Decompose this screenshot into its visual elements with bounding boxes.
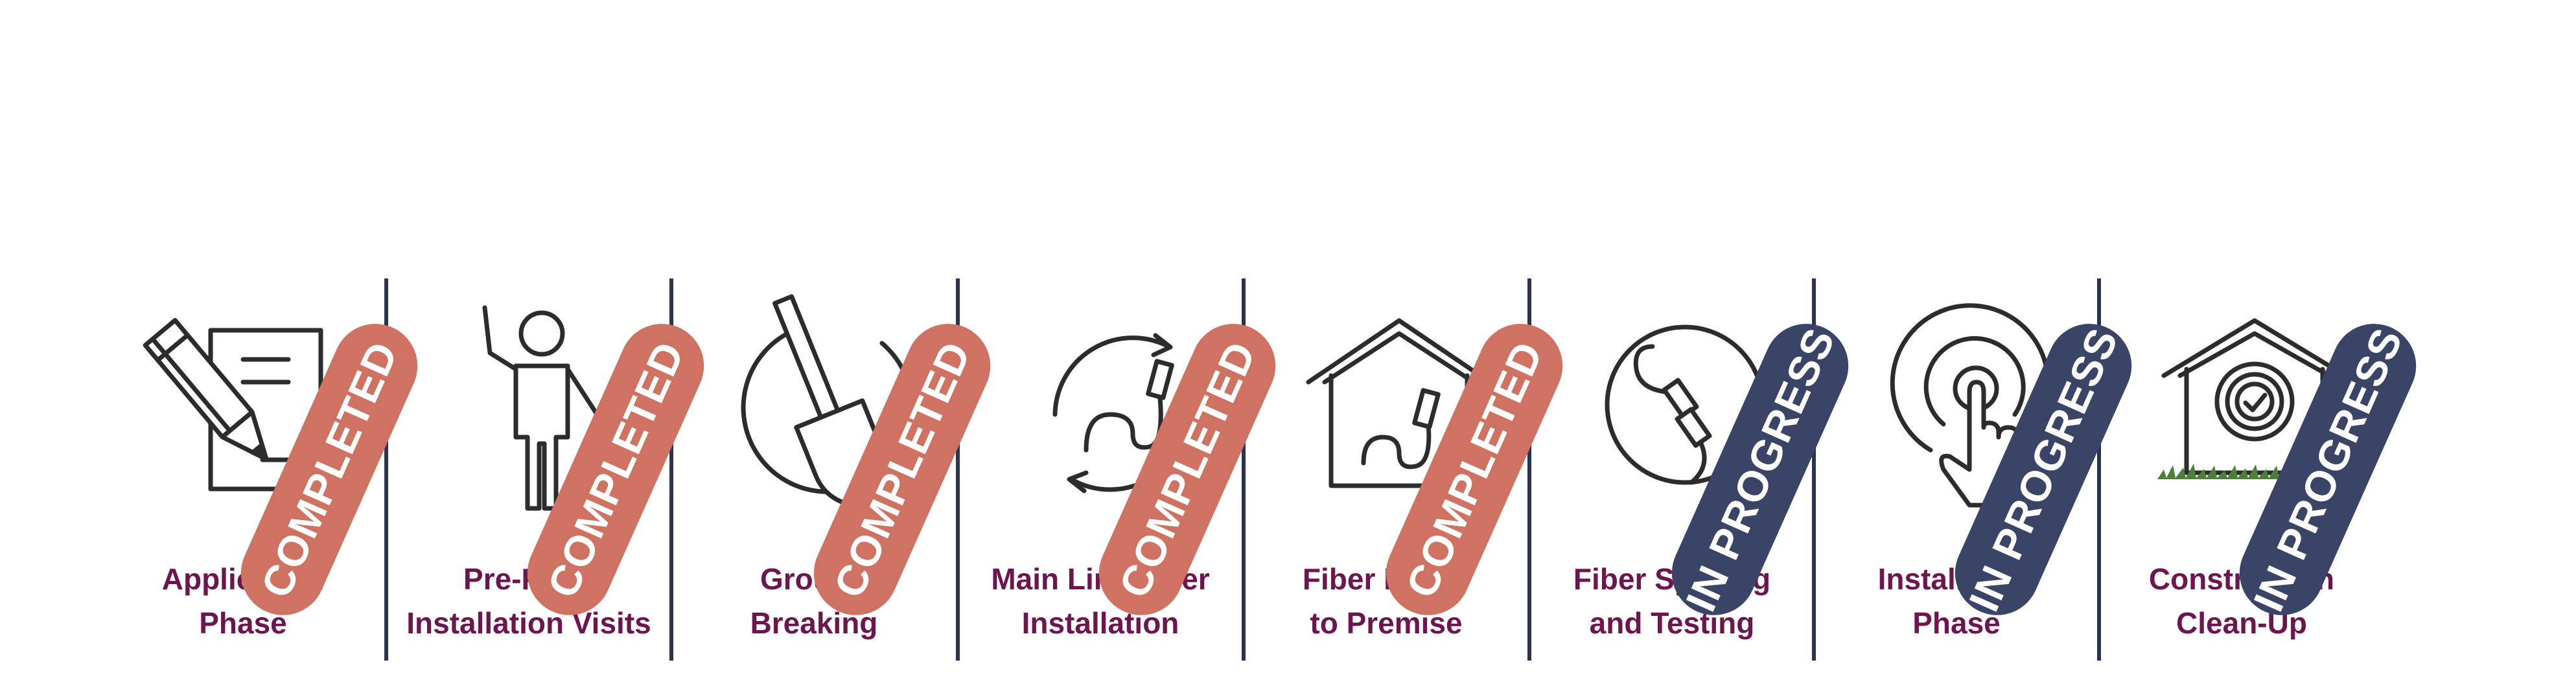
phase-divider: [2097, 278, 2101, 661]
phase-divider: [1527, 278, 1531, 661]
phase-divider: [384, 278, 388, 661]
phase-divider: [1812, 278, 1816, 661]
phase-divider: [1242, 278, 1246, 661]
phase-divider: [669, 278, 673, 661]
document-pencil-icon: [143, 318, 323, 492]
phase-divider: [956, 278, 960, 661]
